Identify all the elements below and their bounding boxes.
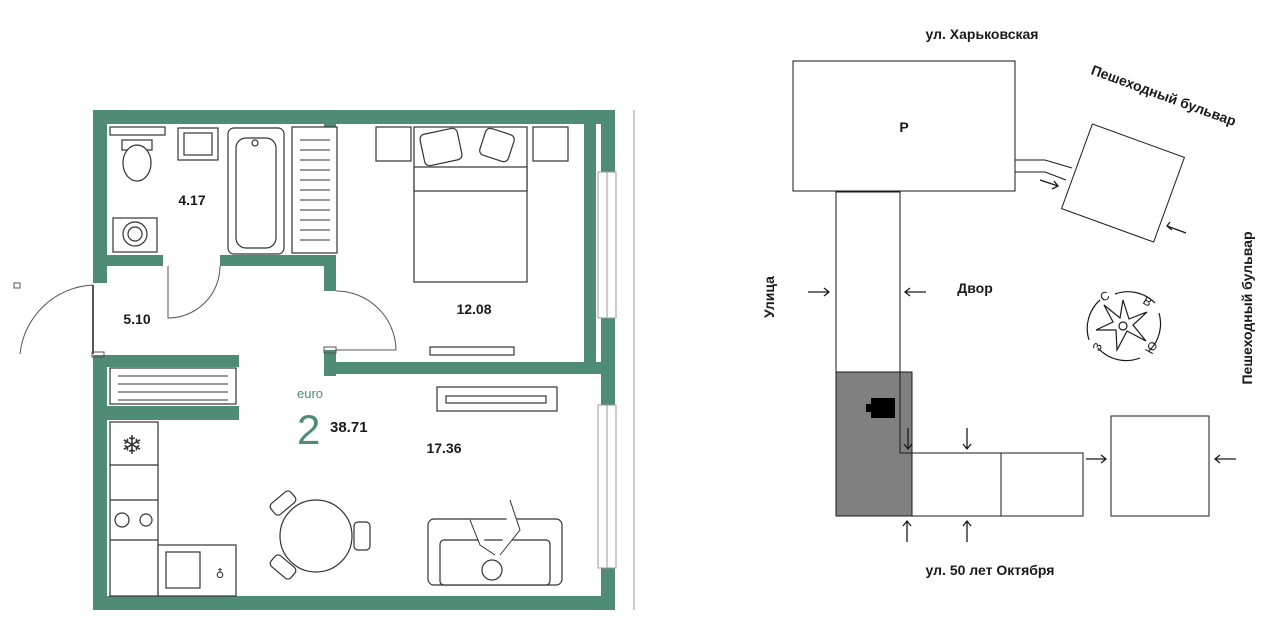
residential-building [835,191,1084,517]
corner-building [1110,415,1210,517]
entrance-door [13,282,105,358]
window-sill [109,126,166,136]
nightstand-icon [375,126,412,162]
courtyard-label: Двор [957,280,993,296]
boulevard-right-label: Пешеходный бульвар [1239,231,1255,384]
boulevard-top-label: Пешеходный бульвар [1089,62,1238,129]
parking-block [792,60,1016,192]
building-section-2 [1000,452,1084,517]
arrow-icon [1166,221,1187,234]
arrow-icon [1086,454,1108,464]
pillow-icon [479,127,515,163]
building-wing-vertical [835,191,901,373]
arrow-icon [1039,179,1060,190]
site-plan: P [761,26,1255,578]
building-section-1 [911,452,1002,517]
bedroom-door [323,290,397,354]
bedroom-furniture [375,126,569,356]
arrow-icon [902,519,912,542]
bathroom-fixtures [109,126,285,255]
compass-icon [1086,291,1162,362]
kitchen-sink-icon [165,551,201,589]
living-area-label: 17.36 [426,440,461,456]
unit-marker-icon [866,398,895,418]
arrow-icon [1213,454,1236,464]
tv-stand-icon [436,386,558,412]
bathroom-area-label: 4.17 [178,192,205,208]
bottom-street-label: ул. 50 лет Октября [926,562,1055,578]
floor-plan: ❄ ♁ 4.17 5.10 12.08 17.36 euro 2 38.71 [13,110,635,610]
arrow-icon [903,287,926,297]
compass-west-label: З [1089,340,1105,353]
outer-walls [93,110,615,610]
toilet-icon [122,144,152,182]
hallway-area-label: 5.10 [123,311,150,327]
arrow-icon [903,428,913,451]
entry-arrows [808,179,1236,542]
parking-label: P [899,119,908,135]
left-street-label: Улица [761,276,777,318]
top-street-label: ул. Харьковская [926,26,1039,42]
passage-path [1015,159,1073,181]
windows [597,171,617,569]
kitchen-furniture [109,421,237,597]
bathroom-door [167,265,221,319]
wardrobe-icon [291,126,338,254]
compass-east-label: В [1141,293,1155,309]
highlighted-section [835,371,913,517]
room-count: 2 [297,406,320,453]
sofa-icon [427,499,563,586]
nightstand-icon [532,126,569,162]
boulevard-building [1060,123,1186,243]
total-area-label: 38.71 [330,419,368,436]
compass-north-label: С [1098,288,1113,305]
bedroom-area-label: 12.08 [456,301,491,317]
arrow-icon [962,519,972,542]
pillow-icon [419,127,463,167]
snowflake-icon: ❄ [121,431,143,461]
faucet-icon: ♁ [216,567,225,581]
compass-south-label: Ю [1142,339,1160,357]
arrow-icon [808,287,831,297]
arrow-icon [962,428,972,451]
tv-icon [429,346,515,356]
euro-badge-label: euro [297,386,323,401]
dining-table-icon [269,490,371,580]
radiator-icon [109,367,237,405]
